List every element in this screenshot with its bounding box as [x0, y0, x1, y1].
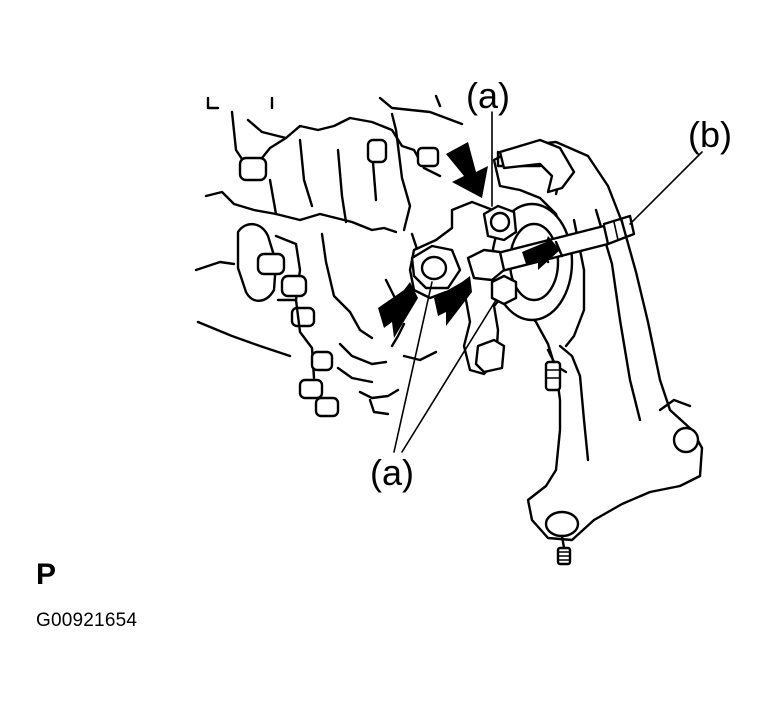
- leader-b: [629, 151, 703, 225]
- arrow-left-bolt: [378, 282, 418, 338]
- engine-housing: [194, 94, 464, 418]
- callout-b: (b): [688, 114, 732, 155]
- callout-a-bottom: (a): [370, 452, 414, 493]
- leader-lines: [393, 111, 703, 453]
- leader-bottom-a-1: [393, 281, 433, 453]
- arrow-top-bolt: [446, 142, 488, 198]
- arrow-center-bolt: [434, 276, 472, 326]
- engine-mount-bracket: [490, 138, 704, 566]
- mount-bolts-a: [410, 204, 518, 374]
- leader-bottom-a-2: [401, 299, 497, 453]
- figure-id: G00921654: [36, 610, 138, 631]
- indicator-arrows: [378, 142, 560, 338]
- view-letter: P: [36, 558, 57, 591]
- callout-a-top: (a): [466, 75, 510, 116]
- arrow-through-bolt: [522, 236, 560, 270]
